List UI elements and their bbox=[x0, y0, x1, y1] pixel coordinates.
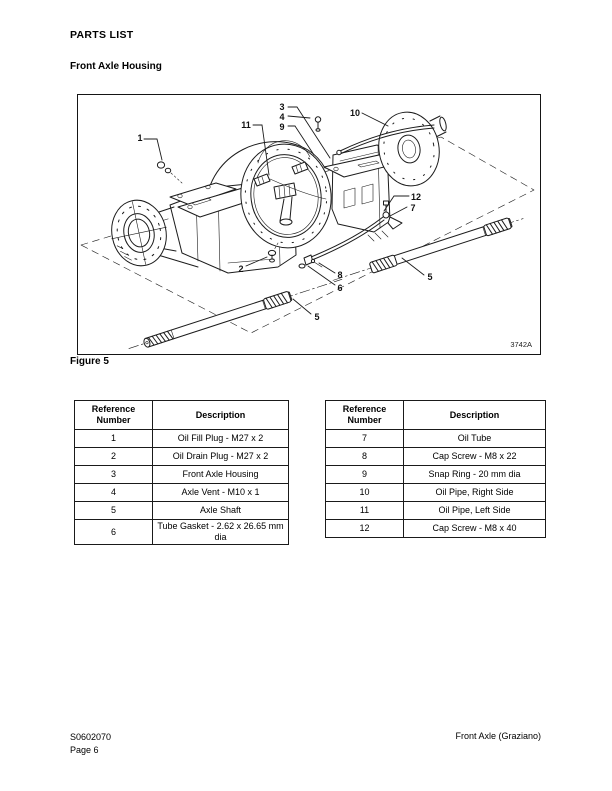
oil-pipe-right bbox=[336, 124, 435, 156]
ground-plane-outline bbox=[80, 136, 535, 334]
figure-callout-5-bottom: 5 bbox=[314, 312, 319, 322]
left-hub-flange bbox=[111, 199, 167, 267]
axle-shaft-right bbox=[332, 217, 524, 281]
page-title: PARTS LIST bbox=[70, 29, 134, 41]
footer-page-number: Page 6 bbox=[70, 745, 99, 755]
page-footer-left: S0602070 Page 6 bbox=[70, 731, 111, 757]
figure-callout-10: 10 bbox=[350, 108, 360, 118]
figure-callout-2: 2 bbox=[238, 264, 243, 274]
figure-callout-6: 6 bbox=[337, 283, 342, 293]
figure-callout-8: 8 bbox=[337, 270, 342, 280]
figure-callout-11: 11 bbox=[241, 120, 251, 130]
axle-housing-diagram: 1 11 3 4 9 10 12 7 2 8 6 5 5 3742A bbox=[80, 102, 535, 349]
oil-drain-plug bbox=[267, 242, 279, 263]
cap-screw-and-gasket bbox=[298, 258, 323, 269]
figure-caption: Figure 5 bbox=[70, 356, 109, 367]
axle-shaft-bottom bbox=[128, 279, 343, 349]
footer-doc-number: S0602070 bbox=[70, 732, 112, 742]
drawing-number: 3742A bbox=[510, 340, 532, 349]
figure-callout-3: 3 bbox=[279, 102, 284, 112]
figure-callout-1: 1 bbox=[137, 133, 142, 143]
table-header-desc: Description bbox=[403, 400, 546, 430]
bell-housing-ring bbox=[240, 140, 332, 249]
figure-callout-12: 12 bbox=[411, 192, 421, 202]
figure-callout-5-right: 5 bbox=[427, 272, 432, 282]
figure-callout-4: 4 bbox=[279, 112, 284, 122]
axle-vent bbox=[314, 116, 322, 132]
oil-fill-plug bbox=[156, 161, 183, 184]
table-header-ref: Reference Number bbox=[74, 400, 153, 430]
figure-callout-9: 9 bbox=[279, 122, 284, 132]
figure-callout-7: 7 bbox=[410, 203, 415, 213]
oil-tube-assembly bbox=[303, 200, 403, 266]
callout-leaders bbox=[143, 106, 425, 315]
right-flange-disc bbox=[378, 111, 447, 187]
table-header-ref: Reference Number bbox=[325, 400, 404, 430]
table-header-row: Reference Number Description bbox=[74, 400, 289, 430]
figure-box: 1 11 3 4 9 10 12 7 2 8 6 5 5 3742A bbox=[77, 94, 541, 355]
table-header-desc: Description bbox=[152, 400, 289, 430]
footer-doc-title: Front Axle (Graziano) bbox=[455, 731, 541, 741]
section-title: Front Axle Housing bbox=[70, 61, 162, 72]
housing-dome bbox=[205, 141, 326, 208]
table-header-row: Reference Number Description bbox=[325, 400, 546, 430]
